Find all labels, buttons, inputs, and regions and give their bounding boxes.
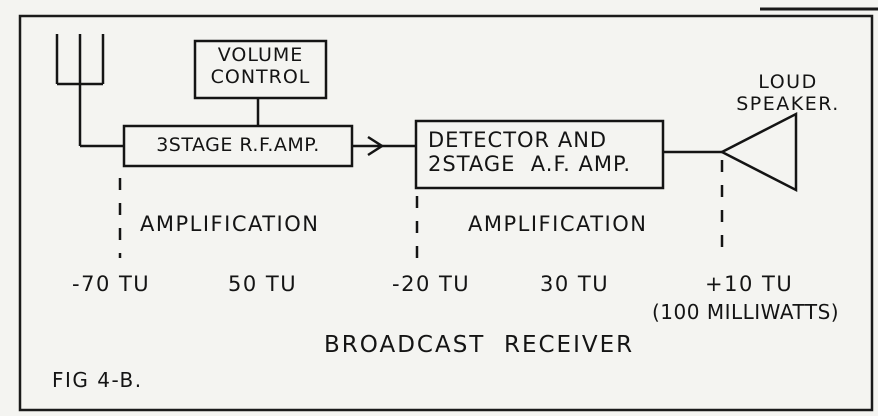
antenna-icon (55, 34, 105, 146)
rf-amplification-label: AMPLIFICATION (140, 212, 320, 236)
rf-amp-label: 3STAGE R.F.AMP. (156, 134, 320, 156)
speaker-label-line-1: LOUD (758, 71, 818, 93)
level-input: -70 TU (72, 272, 151, 296)
level-rf-gain: 50 TU (228, 272, 298, 296)
detector-line-1: DETECTOR AND (428, 128, 608, 152)
volume-control-label: VOLUME CONTROL (195, 44, 326, 89)
af-amplification-label: AMPLIFICATION (468, 212, 648, 236)
signal-arrow-icon (367, 135, 385, 157)
level-output-note: (100 MILLIWATTS) (652, 300, 840, 324)
detector-box (414, 119, 665, 190)
speaker-label-line-2: SPEAKER. (736, 92, 840, 115)
frame-border (18, 14, 874, 412)
diagram-caption: BROADCAST RECEIVER (324, 332, 635, 358)
level-detector-in: -20 TU (392, 272, 471, 296)
loudspeaker-icon (719, 111, 798, 193)
detector-line-2: 2STAGE A.F. AMP. (428, 152, 632, 177)
detector-label: DETECTOR AND 2STAGE A.F. AMP. (428, 128, 631, 176)
volume-control-box (193, 39, 328, 100)
level-af-gain: 30 TU (540, 272, 610, 296)
level-output: +10 TU (705, 272, 794, 296)
figure-label: FIG 4-B. (52, 368, 143, 392)
speaker-label: LOUD SPEAKER. (718, 71, 858, 116)
volume-control-line-2: CONTROL (210, 65, 311, 88)
volume-control-line-1: VOLUME (217, 44, 304, 66)
